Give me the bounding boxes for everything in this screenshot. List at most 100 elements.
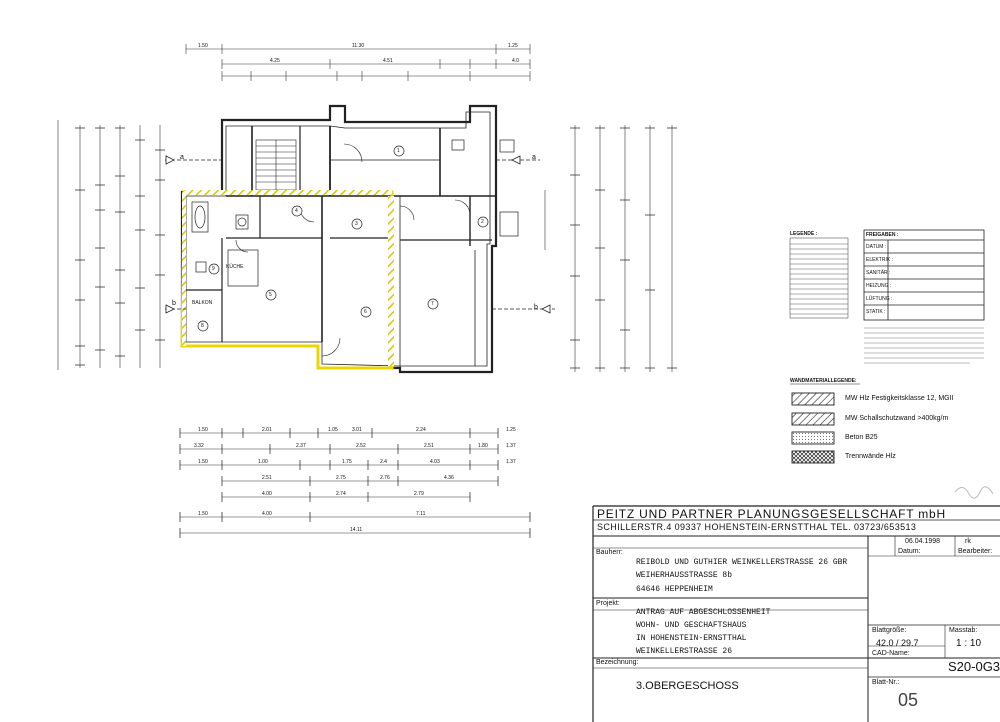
- dim-label: 4.36: [444, 475, 454, 481]
- room-number: 5: [269, 292, 272, 298]
- dim-label: 1.50: [198, 459, 208, 465]
- project-line: WEINKELLERSTRASSE 26: [636, 647, 733, 656]
- approval-row-label: DATUM :: [866, 244, 887, 250]
- dim-label: 1.25: [506, 427, 516, 433]
- dim-label: 2.75: [336, 475, 346, 481]
- owner-label: Bauherr:: [596, 549, 623, 556]
- dim-label: 2.52: [356, 443, 366, 449]
- dim-label: 1.00: [258, 459, 268, 465]
- section-mark-label: a: [180, 154, 184, 161]
- dim-label: 4.00: [262, 511, 272, 517]
- dim-label: 2.51: [262, 475, 272, 481]
- owner-line: REIBOLD UND GUTHIER WEINKELLERSTRASSE 26…: [636, 558, 848, 567]
- dim-label: 4.00: [262, 491, 272, 497]
- room-number: 9: [212, 266, 215, 272]
- bottom-dimensions: [179, 428, 531, 538]
- sheet-size-label: Blattgröße:: [872, 627, 907, 634]
- date-label: Datum:: [898, 548, 921, 555]
- room-name: BALKON: [192, 300, 213, 306]
- dim-label: 7.11: [416, 511, 426, 517]
- date-value: 06.04.1998: [905, 538, 941, 545]
- dim-label: 4.0: [512, 58, 519, 64]
- sheet-size-value: 42.0 / 29.7: [876, 638, 919, 648]
- project-line: IN HOHENSTEIN-ERNSTTHAL: [636, 634, 747, 643]
- cad-name-value: S20-0G3: [948, 659, 1000, 674]
- section-mark-label: b: [534, 304, 538, 311]
- project-label: Projekt:: [596, 600, 620, 607]
- firm-name: PEITZ UND PARTNER PLANUNGSGESELLSCHAFT m…: [597, 507, 946, 521]
- designation-value: 3.OBERGESCHOSS: [636, 680, 739, 692]
- wall-legend-item: Beton B25: [845, 434, 878, 441]
- dim-label: 2.37: [296, 443, 306, 449]
- dim-label: 1.37: [506, 443, 516, 449]
- firm-address: SCHILLERSTR.4 09337 HOHENSTEIN-ERNSTTHAL…: [597, 522, 917, 532]
- approval-note-lines: [864, 327, 984, 364]
- room-markers: [197, 145, 489, 332]
- title-block-frame: [592, 505, 1000, 722]
- room-number: 2: [481, 219, 484, 225]
- dim-label: 2.24: [416, 427, 426, 433]
- editor-initials: rk: [965, 538, 971, 545]
- wall-legend-item: Trennwände Hlz: [845, 453, 896, 460]
- cad-name-label: CAD-Name:: [872, 650, 910, 657]
- approval-title: FREIGABEN :: [866, 232, 899, 238]
- dim-label: 1.50: [198, 43, 208, 49]
- dim-label: 2.01: [262, 427, 272, 433]
- signature-mark: [954, 486, 994, 499]
- wall-legend-title: WANDMATERIALLEGENDE:: [790, 378, 857, 384]
- apartment-outline-highlight: [180, 190, 394, 370]
- dim-label: 1.50: [198, 427, 208, 433]
- dim-label: 2.4: [380, 459, 387, 465]
- project-line: WOHN- UND GESCHAFTSHAUS: [636, 621, 747, 630]
- top-dimensions: [185, 44, 531, 81]
- scale-label: Masstab:: [949, 627, 978, 634]
- dim-label: 2.51: [424, 443, 434, 449]
- approval-row-label: ELEKTRIK :: [866, 257, 893, 263]
- legend-title: LEGENDE :: [790, 231, 818, 237]
- dim-label: 1.80: [478, 443, 488, 449]
- approval-box: [863, 229, 985, 321]
- dim-label: 1.75: [342, 459, 352, 465]
- room-number: 8: [201, 323, 204, 329]
- dim-label: 3.01: [352, 427, 362, 433]
- dim-label: 2.76: [380, 475, 390, 481]
- dim-label: 2.79: [414, 491, 424, 497]
- dim-label: 4.51: [383, 58, 393, 64]
- designation-label: Bezeichnung:: [596, 659, 639, 666]
- dim-label: 14.11: [350, 527, 363, 533]
- approval-row-label: LÜFTUNG :: [866, 296, 893, 302]
- room-name: KÜCHE: [226, 264, 244, 270]
- sheet-number-value: 05: [898, 690, 919, 710]
- room-number: 3: [355, 221, 358, 227]
- dim-label: 4.03: [430, 459, 440, 465]
- section-mark-label: b: [172, 300, 176, 307]
- dim-label: 1.05: [328, 427, 338, 433]
- dim-label: 11.30: [352, 43, 365, 49]
- left-dimensions: [57, 120, 165, 370]
- section-mark-label: a: [532, 154, 536, 161]
- wall-legend-item: MW Hlz Festigkeitsklasse 12, MGII: [845, 395, 954, 402]
- approval-row-label: STATIK :: [866, 309, 886, 315]
- owner-line: WEIHERHAUSSTRASSE 8b: [636, 571, 733, 580]
- dim-label: 2.74: [336, 491, 346, 497]
- approval-row-label: HEIZUNG :: [866, 283, 892, 289]
- wall-legend-swatches: [791, 392, 835, 464]
- room-number: 4: [295, 208, 298, 214]
- legend-table: [789, 237, 849, 319]
- sheet-number-label: Blatt-Nr.:: [872, 679, 900, 686]
- right-dimensions: [544, 125, 677, 372]
- editor-label: Bearbeiter:: [958, 548, 993, 555]
- scale-value: 1 : 10: [956, 638, 982, 649]
- room-number: 7: [431, 301, 434, 307]
- dim-label: 1.25: [508, 43, 518, 49]
- project-line: ANTRAG AUF ABGESCHLOSSENHEIT: [636, 608, 771, 617]
- building-walls: [180, 104, 519, 374]
- approval-row-label: SANITÄR :: [866, 270, 891, 276]
- wall-legend-item: MW Schallschutzwand >400kg/m: [845, 415, 949, 422]
- section-marks: [165, 155, 555, 314]
- dim-label: 1.50: [198, 511, 208, 517]
- dim-label: 4.25: [270, 58, 280, 64]
- dim-label: 3.32: [194, 443, 204, 449]
- dim-label: 1.37: [506, 459, 516, 465]
